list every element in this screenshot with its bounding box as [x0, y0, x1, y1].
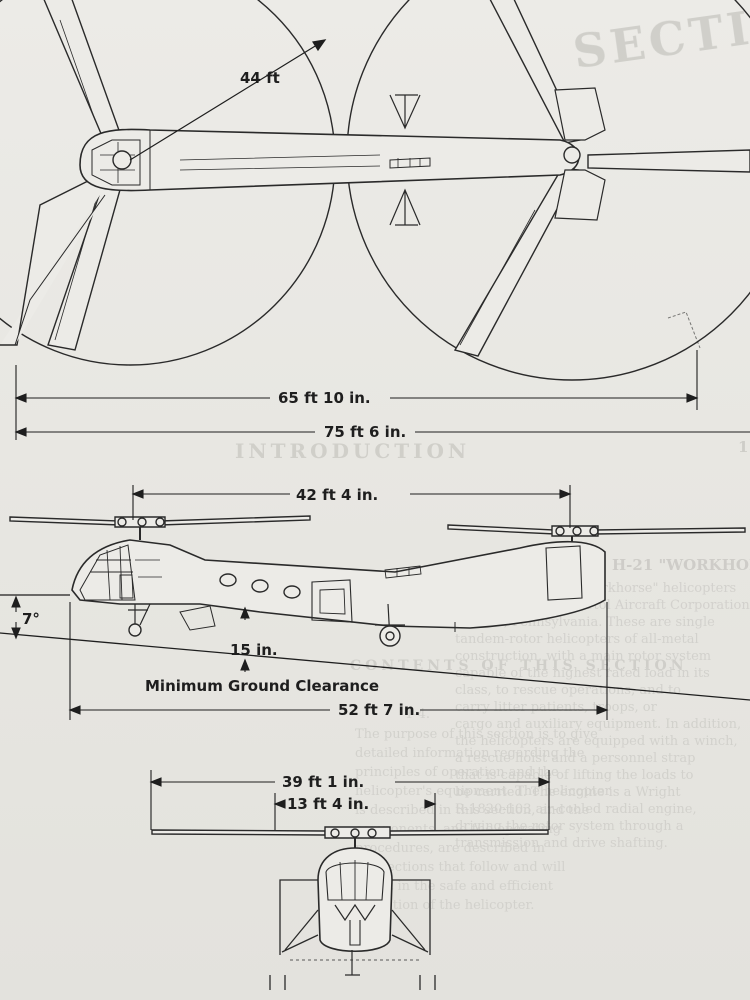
front-view [151, 826, 549, 990]
stabilizer-top-upper [554, 87, 606, 141]
bleed-text-line: R-1820-103 air-cooled radial engine, [455, 802, 697, 817]
bleed-text-line: transmission and drive shafting. [455, 836, 668, 851]
landing-gear-top-lower [389, 188, 421, 226]
porthole [283, 585, 301, 599]
fuselage-top-outline [79, 128, 580, 192]
rotor-blade-front-right [389, 829, 549, 836]
dim-blade-span-label: 39 ft 1 in. [282, 773, 364, 791]
rear-rotor-blade-side-left [447, 524, 556, 535]
bleed-introduction-heading: INTRODUCTION [235, 439, 470, 463]
dim-gear-tread-label: 13 ft 4 in. [287, 795, 369, 813]
dim-length-turning-label: 75 ft 6 in. [324, 423, 406, 441]
rear-pylon-window [545, 545, 583, 601]
dim-ground-angle [11, 595, 21, 640]
dim-fuselage-length [68, 602, 609, 720]
fuselage-side-outline [71, 539, 606, 629]
porthole [251, 579, 269, 593]
ground-clearance-caption: Minimum Ground Clearance [145, 677, 379, 695]
front-rotor-blade-side-right [159, 515, 311, 526]
bleed-text-line: helicopter's equipment. The helicopter [355, 784, 612, 799]
bleed-text-line: carry litter patients, troops, or [455, 700, 658, 715]
rotor-blade-front-left [151, 829, 326, 836]
top-view [0, 0, 750, 381]
bleed-text-line: tandem-rotor helicopters of all-metal [455, 632, 699, 647]
bleed-text-line: principles of operation and the [355, 765, 559, 780]
dim-ground-clearance [240, 606, 250, 672]
cockpit-side [79, 544, 136, 601]
bleed-h21-title: H-21 "WORKHORSE" [612, 556, 750, 574]
bleed-text-line: is described in this section, and the [355, 803, 590, 818]
rear-rotor-hub-top [563, 146, 581, 164]
landing-gear-front-right [391, 879, 431, 955]
bleed-text-line: be carried. The engine is a Wright [455, 785, 681, 800]
cockpit-top [91, 139, 141, 186]
landing-gear-front-left [279, 879, 319, 955]
stabilizer-top-lower [554, 169, 606, 221]
dim-fuselage-length-label: 52 ft 7 in. [338, 701, 420, 719]
bleed-section-heading: SECTION I [570, 0, 750, 79]
dim-blade-span [149, 770, 551, 830]
dim-rotor-separation [131, 485, 572, 528]
dim-rotor-diameter [129, 39, 327, 161]
bleed-text-line: result in the safe and efficient [355, 879, 554, 894]
dim-length-turning [14, 427, 750, 437]
bleed-text-line: the helicopters are equipped with a winc… [455, 734, 738, 749]
dim-gear-tread [273, 793, 437, 830]
porthole [219, 573, 237, 587]
cargo-door [311, 579, 353, 623]
bleed-text-line: operation of the helicopter. [355, 898, 534, 913]
bleed-text-line: class, to rescue operations, and to [455, 683, 681, 698]
bleed-text-line: the sections that follow and will [355, 860, 565, 875]
dim-rotor-separation-label: 42 ft 4 in. [296, 486, 378, 504]
bleed-text-line: a rescue hoist and a personnel strap [455, 751, 695, 766]
bleed-paragraph-number: 1-4. [405, 707, 430, 722]
landing-gear-top-upper [389, 94, 421, 130]
dim-length-stationary [14, 350, 699, 440]
front-rotor-blades [0, 0, 521, 351]
front-rotor-hub-top [112, 150, 132, 170]
bleed-text-line: that is capable of lifting the loads to [455, 768, 694, 783]
bleed-margin-number: 1 [738, 438, 748, 456]
dim-length-stationary-label: 65 ft 10 in. [278, 389, 371, 407]
bleed-text-line: procedures, are described in [355, 841, 546, 856]
front-landing-gear-side [128, 603, 151, 626]
front-wheel-side [128, 623, 142, 637]
bleed-text-line: detailed information regarding the [355, 746, 585, 761]
bleed-text-line: The purpose of this section is to give [355, 727, 598, 742]
rear-rotor-blade-side-right [594, 527, 746, 535]
bleed-paragraph-heading: CONTENTS OF THIS SECTION [350, 658, 688, 674]
bleed-text-line: capable of the highest rated load in its [455, 666, 710, 681]
bleed-text-line: construction, with a main rotor system [455, 649, 711, 664]
dim-ground-clearance-label: 15 in. [230, 641, 278, 659]
side-view [9, 515, 746, 647]
front-rotor-blade-side-left [9, 516, 121, 526]
rear-rotor-blades [179, 0, 750, 357]
dim-ground-angle-label: 7° [22, 610, 40, 628]
bleed-text-line: cargo and auxiliary equipment. In additi… [455, 717, 741, 732]
dim-rotor-diameter-label: 44 ft [240, 69, 280, 87]
ground-line [0, 594, 750, 701]
